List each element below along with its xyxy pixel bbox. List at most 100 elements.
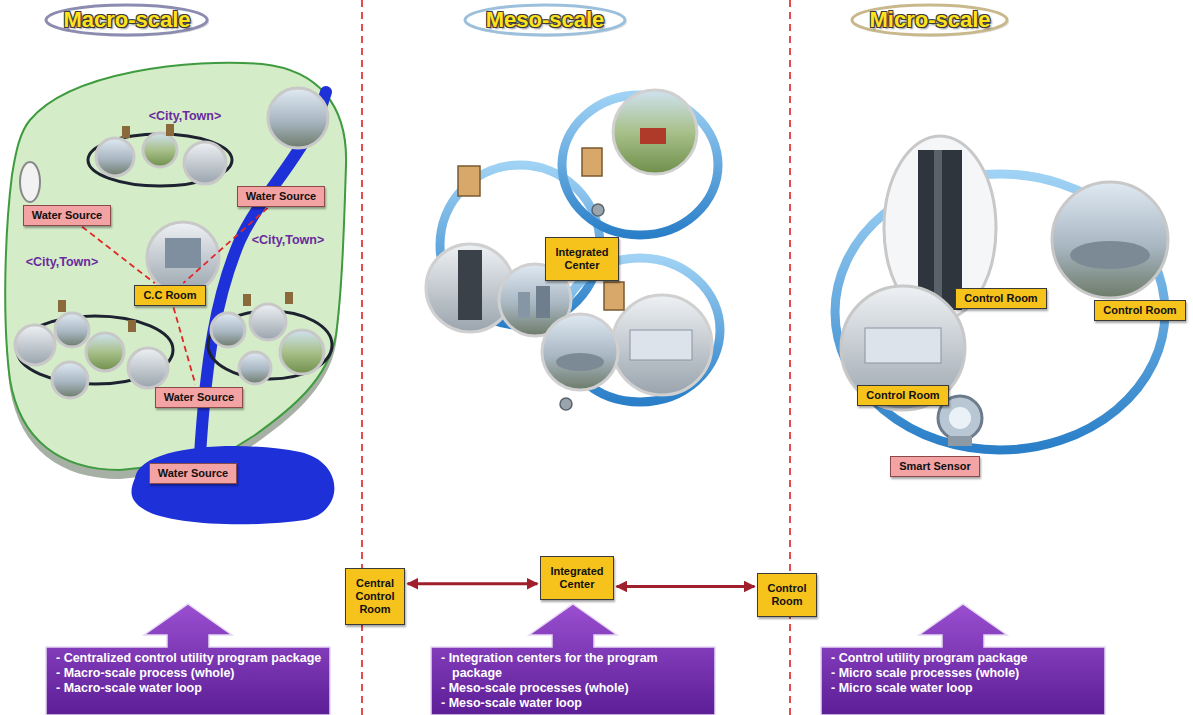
meter-icon xyxy=(58,300,66,312)
tank-icon xyxy=(1070,241,1150,269)
photo-circle xyxy=(128,348,168,388)
tank-icon xyxy=(556,353,604,371)
control-box: Control Room xyxy=(857,385,948,406)
oval-shape xyxy=(852,5,1007,35)
source-box: Water Source xyxy=(155,387,244,408)
map-region xyxy=(5,63,346,470)
node-text: - Macro-scale water loop xyxy=(67,681,323,696)
junction-dot xyxy=(560,398,572,410)
lake xyxy=(131,446,334,524)
factory-photo xyxy=(841,286,965,410)
description-arrow: - Control utility program package- Micro… xyxy=(820,603,1106,715)
photo-circle xyxy=(211,313,245,347)
node-text: Smart Sensor xyxy=(899,460,971,473)
tank-icon xyxy=(20,162,40,202)
node-text: - Meso-scale water loop xyxy=(452,696,708,711)
meter-icon xyxy=(285,292,293,304)
meter-icon xyxy=(122,126,130,138)
arrow-shape xyxy=(46,604,330,715)
meter-icon xyxy=(243,294,251,306)
meter-icon xyxy=(128,320,136,332)
plant-photo xyxy=(1052,182,1168,298)
photo-circle xyxy=(239,352,271,384)
node-text: Meso-scale xyxy=(486,7,605,33)
place-label: <City,Town> xyxy=(24,255,100,270)
node-text: Central Control Room xyxy=(355,577,394,616)
scale-heading: Micro-scale xyxy=(849,2,1010,38)
node-text: Integrated Center xyxy=(555,246,608,272)
control-box: Integrated Center xyxy=(540,556,613,600)
control-box: C.C Room xyxy=(134,285,205,306)
node-text: Control Room xyxy=(1103,304,1176,317)
scale-heading: Macro-scale xyxy=(43,2,210,38)
dashed-link xyxy=(174,307,196,384)
source-box: Water Source xyxy=(23,205,112,226)
building-icon xyxy=(518,292,530,318)
dam-photo xyxy=(268,88,328,148)
node-text: - Control utility program package xyxy=(842,651,1098,666)
control-box: Control Room xyxy=(955,288,1046,309)
center-photo xyxy=(147,222,219,294)
control-box: Control Room xyxy=(1094,300,1185,321)
meter-dial xyxy=(949,407,971,429)
tower-icon xyxy=(934,150,942,310)
source-box: Smart Sensor xyxy=(890,456,980,477)
node-text: - Meso-scale processes (whole) xyxy=(452,681,708,696)
oval-shape xyxy=(465,5,625,35)
meter-base xyxy=(948,436,972,446)
building-icon xyxy=(536,286,550,318)
source-box: Water Source xyxy=(237,186,326,207)
film-icon xyxy=(582,148,602,176)
node-text: Water Source xyxy=(164,391,235,404)
photo-circle xyxy=(15,325,55,365)
place-label: <City,Town> xyxy=(250,233,326,248)
double-arrow xyxy=(408,582,538,585)
control-box: Integrated Center xyxy=(545,237,618,281)
node-text: C.C Room xyxy=(143,289,196,302)
node-text: Macro-scale xyxy=(63,7,190,33)
node-text: Micro-scale xyxy=(869,7,990,33)
photo-circle xyxy=(184,142,226,184)
node-text: Water Source xyxy=(158,467,229,480)
description-arrow: - Centralized control utility program pa… xyxy=(45,603,331,715)
double-arrow xyxy=(617,585,755,588)
photo-circle xyxy=(52,362,88,398)
node-text: Control Room xyxy=(866,389,939,402)
node-text: - Micro scale water loop xyxy=(842,681,1098,696)
photo-circle xyxy=(280,330,324,374)
arrow-shape xyxy=(431,604,715,715)
node-text: Integrated Center xyxy=(550,565,603,591)
photo-circle xyxy=(143,133,177,167)
photo-circle xyxy=(55,313,89,347)
scale-heading: Meso-scale xyxy=(462,2,628,38)
description-arrow: - Integration centers for the program pa… xyxy=(430,603,716,715)
film-icon xyxy=(604,282,624,310)
node-text: - Micro scale processes (whole) xyxy=(842,666,1098,681)
building-icon xyxy=(165,238,201,268)
field-photo xyxy=(613,90,697,174)
node-text: - Integration centers for the program pa… xyxy=(452,651,708,681)
arrow-shape xyxy=(821,604,1105,715)
node-text: Water Source xyxy=(246,190,317,203)
photo-circle xyxy=(96,138,134,176)
tower-icon xyxy=(918,150,962,310)
oval-shape xyxy=(46,5,207,35)
town-loop xyxy=(88,134,232,186)
source-box: Water Source xyxy=(149,463,238,484)
control-box: Central Control Room xyxy=(345,568,404,625)
node-text: Water Source xyxy=(32,209,103,222)
tractor-icon xyxy=(640,128,666,144)
tower-icon xyxy=(458,250,482,320)
meter-icon xyxy=(166,124,174,136)
film-icon xyxy=(458,166,480,196)
control-box: Control Room xyxy=(757,573,816,617)
factory-photo xyxy=(612,295,712,395)
node-text: - Centralized control utility program pa… xyxy=(67,651,323,666)
junction-dot xyxy=(592,204,604,216)
place-label: <City,Town> xyxy=(147,109,223,124)
node-text: - Macro-scale process (whole) xyxy=(67,666,323,681)
factory-icon xyxy=(630,330,692,360)
node-text: Control Room xyxy=(767,582,806,608)
